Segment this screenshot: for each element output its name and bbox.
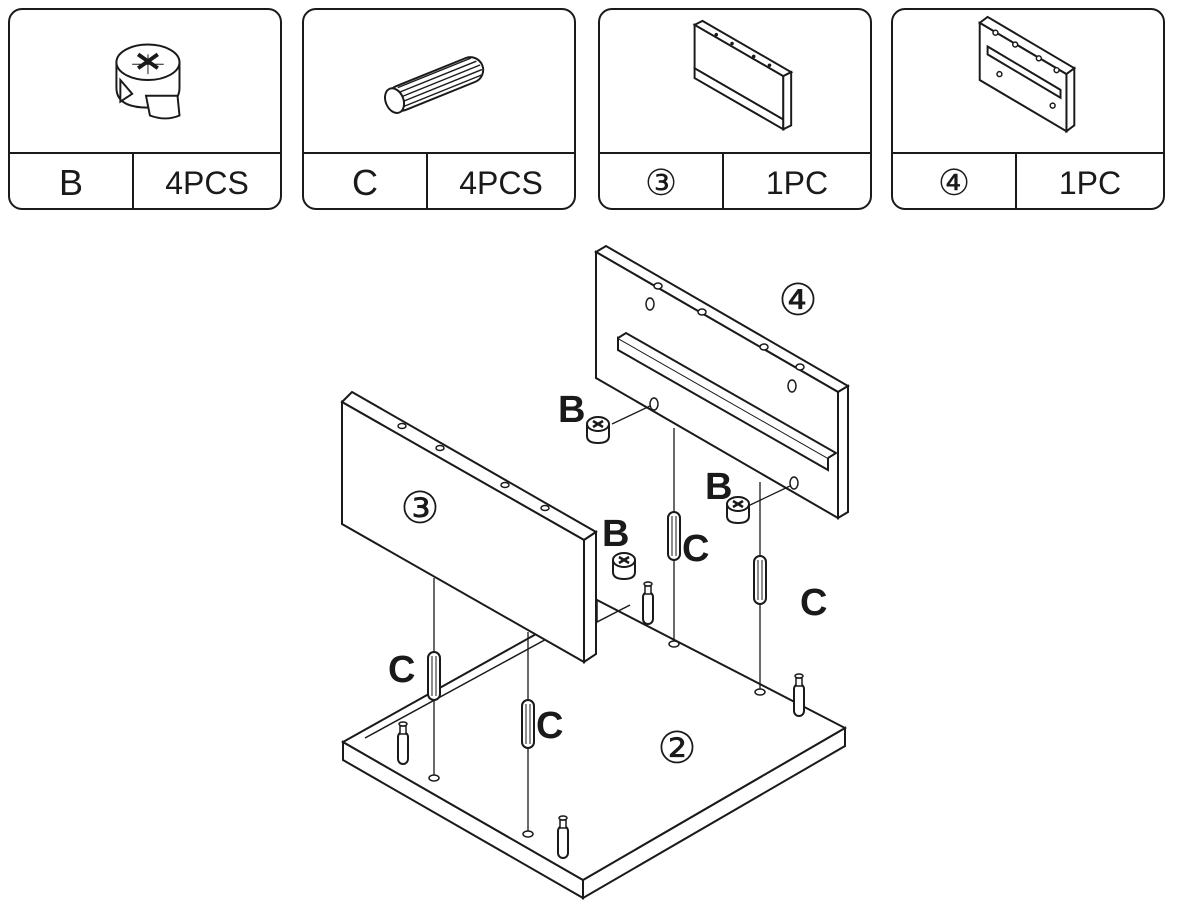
- cam-lock-icon: [115, 43, 181, 120]
- cam-lock-marker: [585, 415, 611, 445]
- callout-c: C: [536, 705, 563, 747]
- part-quantity: 4PCS: [165, 164, 249, 201]
- callout-c: C: [682, 528, 709, 570]
- dowel-marker: [427, 651, 441, 701]
- part-card-3: ③ 1PC: [598, 8, 872, 210]
- part-id: ④: [893, 154, 1017, 208]
- base-panel: [340, 598, 848, 900]
- part-id: B: [10, 154, 134, 208]
- part-id: ③: [600, 154, 724, 208]
- parts-list: B 4PCS C 4PCS: [0, 0, 1177, 220]
- dowel-marker: [667, 511, 681, 561]
- back-panel: [594, 244, 850, 520]
- cam-bolt-marker: [642, 581, 654, 625]
- cam-bolt-marker: [793, 673, 805, 717]
- part-quantity: 1PC: [765, 164, 829, 201]
- part-card-4: ④ 1PC: [891, 8, 1165, 210]
- back-panel-label: ④: [778, 275, 817, 326]
- cam-lock-marker: [611, 551, 637, 581]
- part-card-b: B 4PCS: [8, 8, 282, 210]
- part-quantity: 1PC: [1058, 164, 1122, 201]
- side-panel: [340, 390, 598, 664]
- callout-b: B: [602, 513, 629, 555]
- cam-bolt-marker: [397, 721, 409, 765]
- back-panel-icon: [977, 15, 1077, 134]
- callout-b: B: [558, 389, 585, 431]
- base-panel-label: ②: [657, 723, 696, 774]
- part-card-c: C 4PCS: [302, 8, 576, 210]
- callout-c: C: [800, 582, 827, 624]
- cam-bolt-marker: [557, 815, 569, 859]
- callout-b: B: [705, 466, 732, 508]
- callout-c: C: [388, 649, 415, 691]
- dowel-marker: [753, 555, 767, 605]
- part-quantity: 4PCS: [459, 164, 543, 201]
- part-id: C: [304, 154, 428, 208]
- base-holes: [428, 640, 766, 838]
- side-panel-icon: [692, 19, 794, 131]
- side-panel-label: ③: [400, 483, 439, 534]
- dowel-marker: [521, 699, 535, 749]
- wooden-dowel-icon: [384, 56, 485, 114]
